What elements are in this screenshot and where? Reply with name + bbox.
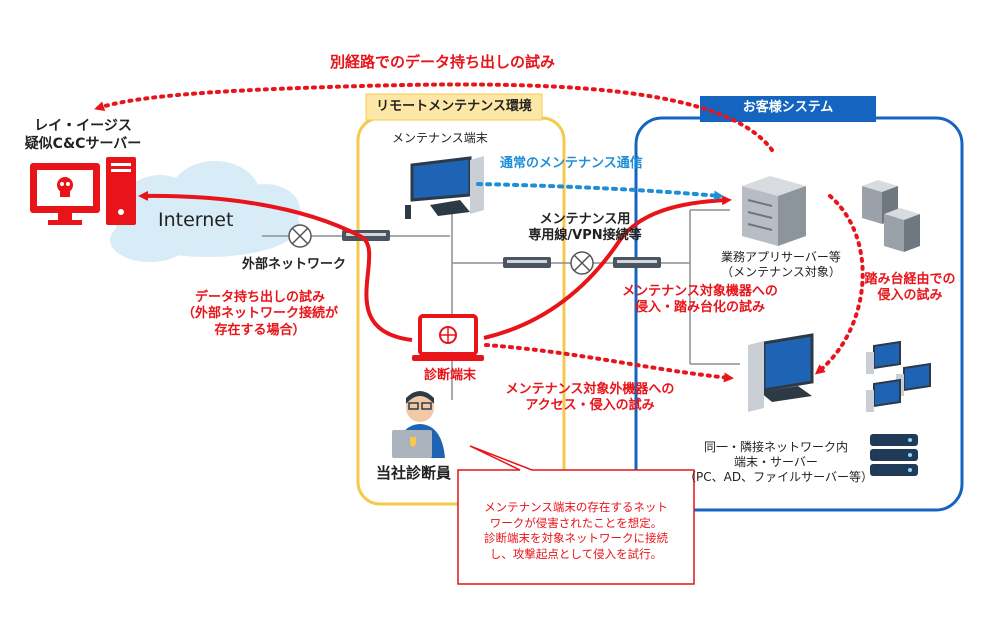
alt-exfil-path (94, 82, 774, 152)
note-line3: 診断端末を対象ネットワークに接続 (484, 531, 668, 546)
exfil-label-line2: （外部ネットワーク接続が (181, 306, 338, 322)
dedicated-line-label-line1: メンテナンス用 (539, 212, 631, 227)
same-network-label: 同一・隣接ネットワーク内 端末・サーバー （PC、AD、ファイルサーバー等） (684, 440, 873, 485)
non-target-label-line1: メンテナンス対象外機器への (505, 382, 675, 397)
app-server-label-line1: 業務アプリサーバー等 (721, 250, 841, 264)
external-network-label: 外部ネットワーク (242, 257, 347, 272)
diagnostician-label: 当社診断員 (376, 464, 452, 482)
non-target-label: メンテナンス対象外機器への アクセス・侵入の試み (480, 382, 700, 415)
dedicated-line-label-line2: 専用線/VPN接続等 (528, 228, 642, 244)
note-line4: し、攻撃起点として侵入を試行。 (489, 546, 663, 561)
app-server-icon (742, 176, 806, 246)
stepping-path (814, 194, 865, 375)
cc-server-title: レイ・イージス 疑似C&Cサーバー (18, 118, 148, 153)
diagnostic-terminal-label: 診断端末 (424, 368, 477, 383)
target-attack-label: メンテナンス対象機器への 侵入・踏み台化の試み (600, 284, 800, 317)
diagnostic-laptop-icon (412, 314, 484, 361)
vpn-crossing-icon (570, 251, 594, 275)
external-crossing-icon (288, 224, 312, 248)
same-network-label-line3: （PC、AD、ファイルサーバー等） (684, 470, 873, 484)
note-callout (457, 445, 695, 585)
server-stack-icon (870, 434, 918, 476)
internet-label: Internet (158, 209, 234, 231)
target-terminal-icon (748, 333, 814, 412)
internet-cloud-icon (110, 161, 300, 262)
target-attack-path (483, 195, 732, 340)
remote-env-title: リモートメンテナンス環境 (376, 99, 532, 114)
cc-server-title-line2: 疑似C&Cサーバー (24, 135, 142, 152)
app-server-label: 業務アプリサーバー等 （メンテナンス対象） (706, 250, 856, 280)
same-network-label-line1: 同一・隣接ネットワーク内 (703, 440, 848, 454)
exfil-path (138, 190, 413, 342)
small-pc-icon-1 (866, 340, 901, 374)
exfil-label-line3: 存在する場合） (214, 322, 306, 338)
normal-comm-path (476, 182, 724, 201)
maintenance-terminal-label: メンテナンス端末 (392, 131, 488, 145)
note-text: メンテナンス端末の存在するネット ワークが侵害されたことを想定。 診断端末を対象… (460, 500, 692, 562)
target-attack-label-line1: メンテナンス対象機器への (622, 284, 778, 299)
small-pc-icon-3 (866, 378, 901, 412)
exfil-label: データ持ち出しの試み （外部ネットワーク接続が 存在する場合） (170, 290, 350, 339)
target-attack-label-line2: 侵入・踏み台化の試み (634, 300, 765, 316)
diagnostician-icon (392, 391, 445, 458)
stepping-server-icon-2 (884, 208, 920, 252)
stepping-label-line2: 侵入の試み (877, 288, 943, 304)
non-target-path (484, 343, 734, 383)
note-line2: ワークが侵害されたことを想定。 (489, 515, 663, 530)
non-target-label-line2: アクセス・侵入の試み (525, 398, 655, 414)
exfil-label-line1: データ持ち出しの試み (194, 290, 325, 305)
normal-comm-label: 通常のメンテナンス通信 (500, 156, 643, 171)
stepping-label-line1: 踏み台経由での (864, 272, 956, 287)
app-server-label-line2: （メンテナンス対象） (721, 265, 841, 279)
customer-system-tab (700, 96, 876, 122)
maintenance-terminal-icon (405, 156, 484, 219)
same-network-label-line2: 端末・サーバー (734, 455, 818, 469)
cc-server-icon (30, 157, 136, 225)
remote-env-tab (365, 93, 543, 121)
note-line1: メンテナンス端末の存在するネット (484, 500, 668, 514)
customer-system-title: お客様システム (742, 100, 834, 115)
small-pc-icon-2 (896, 362, 931, 396)
alt-exfil-label: 別経路でのデータ持ち出しの試み (330, 53, 556, 71)
dedicated-line-label: メンテナンス用 専用線/VPN接続等 (490, 212, 680, 245)
stepping-label: 踏み台経由での 侵入の試み (850, 272, 970, 305)
cc-server-title-line1: レイ・イージス (34, 118, 132, 134)
vpn-router-right-icon (613, 257, 661, 268)
vpn-router-left-icon (503, 257, 551, 268)
